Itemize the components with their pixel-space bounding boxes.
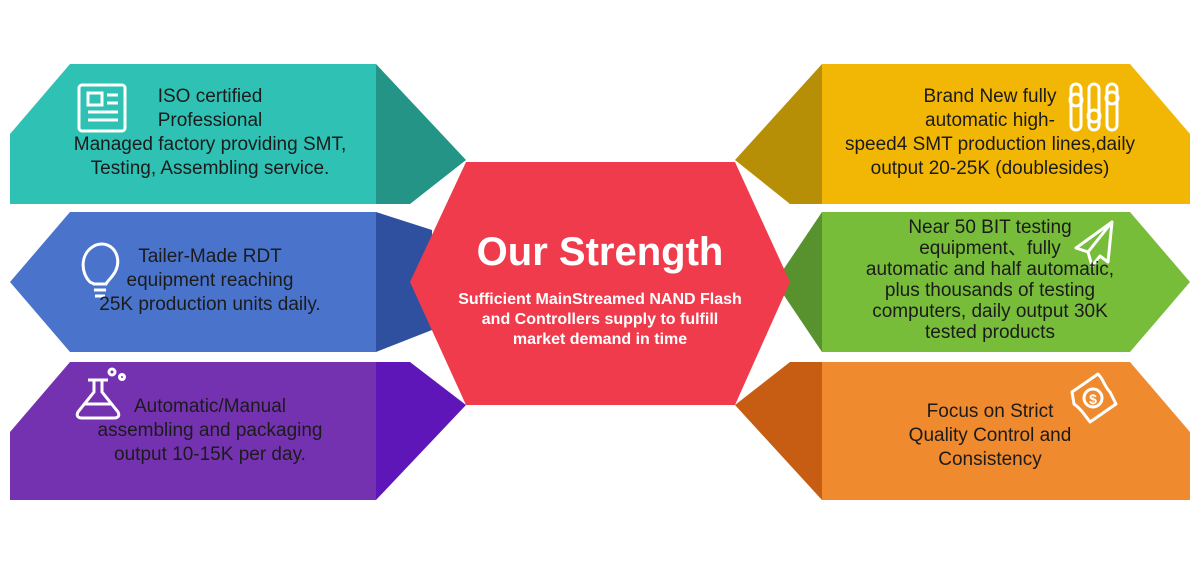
center-subtitle-line: Sufficient MainStreamed NAND Flash	[458, 291, 742, 308]
center-subtitle-line: market demand in time	[512, 331, 688, 348]
text-line: plus thousands of testing	[884, 280, 1096, 301]
text-line: speed4 SMT production lines,daily	[844, 134, 1136, 155]
text-line: Managed factory providing SMT,	[73, 134, 347, 155]
dollar-sign-icon: $	[1089, 391, 1097, 407]
text-line: Quality Control and	[908, 425, 1072, 446]
panel-assembly	[10, 362, 466, 500]
text-line: Tailer-Made RDT	[138, 246, 282, 267]
text-line: Focus on Strict	[926, 401, 1054, 422]
testing-text: Near 50 BIT testing equipment、fully auto…	[830, 217, 1150, 343]
money-icon	[1070, 372, 1118, 424]
text-line: Automatic/Manual	[133, 396, 287, 417]
rdt-text: Tailer-Made RDT equipment reaching 25K p…	[75, 245, 345, 317]
text-line: Testing, Assembling service.	[90, 158, 330, 179]
text-line: automatic and half automatic,	[865, 259, 1115, 280]
text-line: output 10-15K per day.	[114, 444, 306, 465]
flask-icon	[75, 367, 126, 420]
text-line: Near 50 BIT testing	[908, 217, 1072, 238]
quality-text: Focus on Strict Quality Control and Cons…	[860, 400, 1120, 472]
text-line: assembling and packaging	[97, 420, 323, 441]
paper-plane-icon	[1074, 220, 1114, 268]
text-line: Professional	[157, 110, 263, 131]
sliders-icon	[1068, 82, 1120, 132]
iso-text: ISO certified Professional Managed facto…	[55, 85, 365, 181]
center-subtitle-line: and Controllers supply to fulfill	[481, 311, 719, 328]
assembly-text: Automatic/Manual assembling and packagin…	[70, 395, 350, 467]
panel-testing	[775, 212, 1190, 352]
center-hexagon	[410, 162, 790, 405]
text-line: Brand New fully	[923, 86, 1057, 107]
light-bulb-icon	[81, 242, 120, 298]
smt-text: Brand New fully automatic high- speed4 S…	[820, 85, 1160, 181]
text-line: equipment、fully	[919, 238, 1061, 259]
text-line: ISO certified	[157, 86, 263, 107]
center-title: Our Strength	[476, 230, 724, 274]
newspaper-icon	[77, 83, 127, 133]
panel-quality: $	[735, 362, 1190, 500]
panel-smt	[735, 64, 1190, 204]
panel-rdt	[10, 212, 432, 352]
text-line: 25K production units daily.	[99, 294, 321, 315]
panel-iso	[10, 64, 466, 204]
center-subtitle: Sufficient MainStreamed NAND Flash and C…	[425, 290, 775, 350]
text-line: output 20-25K (doublesides)	[870, 158, 1110, 179]
text-line: tested products	[925, 322, 1055, 343]
text-line: equipment reaching	[126, 270, 294, 291]
text-line: computers, daily output 30K	[872, 301, 1108, 322]
text-line: automatic high-	[925, 110, 1055, 131]
text-line: Consistency	[938, 449, 1042, 470]
